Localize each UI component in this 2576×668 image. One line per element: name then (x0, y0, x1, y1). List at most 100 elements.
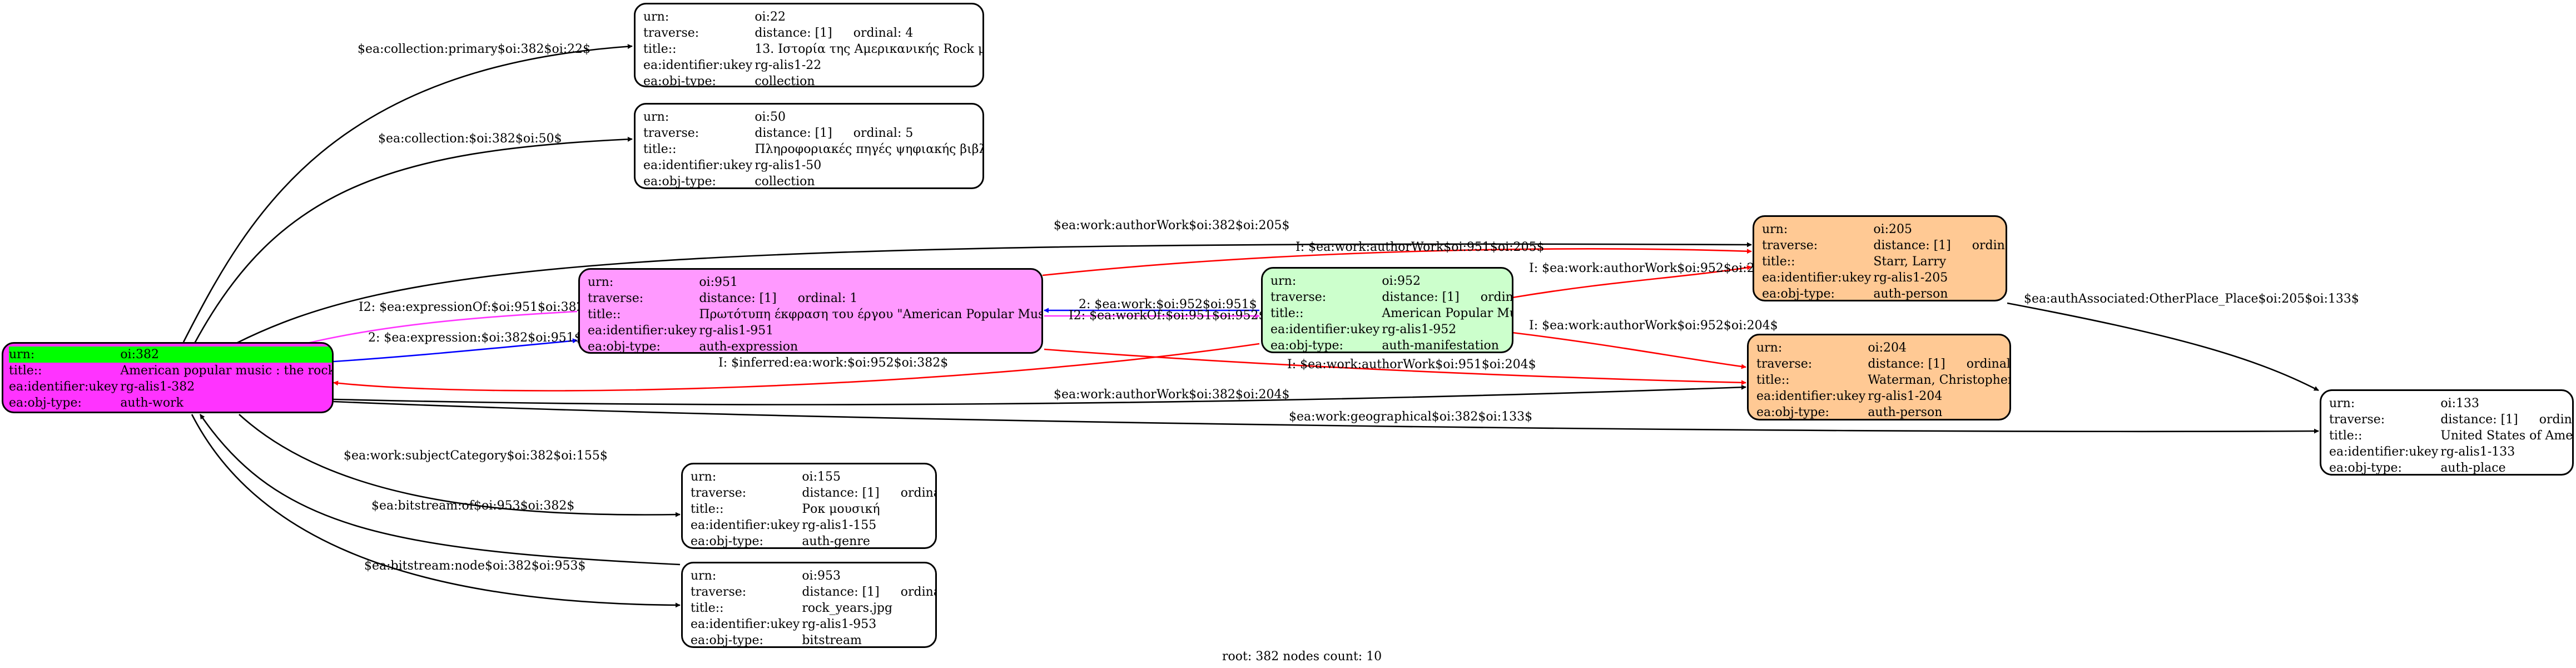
node-oi-953[interactable]: urn:oi:953 traverse:distance: [1]ordinal… (681, 562, 937, 648)
objtype-key: ea:obj-type: (588, 340, 661, 354)
distance-value: distance: [1] (1382, 290, 1460, 304)
title-key: title:: (1270, 306, 1304, 320)
urn-key: urn: (2329, 397, 2355, 410)
node-oi-133[interactable]: urn:oi:133 traverse:distance: [1]ordinal… (2320, 389, 2574, 476)
urn-key: urn: (691, 470, 717, 484)
objtype-value: auth-work (120, 396, 183, 410)
title-value: Waterman, Christopher Alan (1868, 373, 2011, 387)
node-oi-205[interactable]: urn:oi:205 traverse:distance: [1]ordinal… (1753, 215, 2007, 301)
identifier-key: ea:identifier:ukey (588, 324, 697, 338)
objtype-value: collection (755, 75, 815, 87)
edge-label-205-133: $ea:authAssociated:OtherPlace_Place$oi:2… (2024, 292, 2359, 306)
objtype-key: ea:obj-type: (691, 535, 763, 548)
edge-label-952-205: I: $ea:work:authorWork$oi:952$oi:205$ (1529, 261, 1778, 275)
objtype-value: collection (755, 175, 815, 189)
edge-label-951-205: I: $ea:work:authorWork$oi:951$oi:205$ (1296, 240, 1545, 254)
edge-label-951-382: I2: $ea:expressionOf:$oi:951$oi:382$ (359, 300, 592, 314)
graph-footer-caption: root: 382 nodes count: 10 (1222, 650, 1382, 664)
urn-value: oi:155 (802, 470, 841, 484)
traverse-key: traverse: (1756, 357, 1813, 371)
root-node-oi-382[interactable]: urn:oi:382 title::American popular music… (2, 342, 334, 413)
edge-label-382-155: $ea:work:subjectCategory$oi:382$oi:155$ (344, 449, 608, 463)
title-key: title:: (9, 364, 42, 378)
node-oi-22[interactable]: urn:oi:22 traverse:distance: [1]ordinal:… (634, 3, 984, 87)
edge-382-204 (333, 384, 1746, 405)
title-key: title:: (588, 308, 621, 321)
objtype-key: ea:obj-type: (643, 75, 716, 87)
edge-382-50 (193, 136, 633, 344)
identifier-key: ea:identifier:ukey (2329, 445, 2439, 459)
ordinal-value: ordinal: 7 (1966, 357, 2011, 371)
edge-label-382-22: $ea:collection:primary$oi:382$oi:22$ (358, 42, 591, 56)
urn-value: oi:204 (1868, 341, 1907, 355)
node-oi-50[interactable]: urn:oi:50 traverse:distance: [1]ordinal:… (634, 103, 984, 189)
identifier-key: ea:identifier:ukey (1756, 389, 1866, 403)
edge-label-382-204: $ea:work:authorWork$oi:382$oi:204$ (1054, 388, 1290, 402)
urn-value: oi:382 (118, 347, 332, 363)
objtype-key: ea:obj-type: (1756, 405, 1829, 419)
traverse-key: traverse: (691, 486, 747, 500)
ordinal-value: ordinal: 3 (900, 585, 935, 599)
edge-952-205 (1512, 265, 1752, 299)
title-key: title:: (1762, 255, 1795, 269)
title-value: Starr, Larry (1873, 255, 1947, 269)
edge-label-952-382: I: $inferred:ea:work:$oi:952$oi:382$ (718, 356, 949, 370)
node-oi-155[interactable]: urn:oi:155 traverse:distance: [1]ordinal… (681, 463, 937, 549)
edge-label-952-204: I: $ea:work:authorWork$oi:952$oi:204$ (1529, 319, 1778, 333)
title-value: American popular music : the rock years (120, 364, 334, 378)
urn-key: urn: (1270, 274, 1297, 288)
ordinal-value: ordinal: 6 (1972, 239, 2006, 253)
ordinal-value: ordinal: 2 (1480, 290, 1513, 304)
distance-value: distance: [1] (755, 26, 832, 40)
urn-key: urn: (1756, 341, 1783, 355)
edge-382-155 (239, 414, 681, 517)
title-value: United States of America (2440, 429, 2573, 443)
urn-key: urn: (643, 110, 669, 124)
edge-205-133 (2007, 302, 2319, 392)
edge-label-953-382: $ea:bitstream:of$oi:953$oi:382$ (371, 499, 575, 513)
objtype-value: bitstream (802, 634, 862, 647)
edge-label-952-951: 2: $ea:work:$oi:952$oi:951$ (1079, 298, 1257, 311)
objtype-key: ea:obj-type: (1762, 287, 1835, 301)
objtype-key: ea:obj-type: (2329, 461, 2402, 475)
identifier-value: rg-alis1-50 (755, 159, 822, 172)
distance-value: distance: [1] (699, 291, 777, 305)
urn-value: oi:133 (2440, 397, 2479, 410)
objtype-value: auth-place (2440, 461, 2506, 475)
edge-label-951-204: I: $ea:work:authorWork$oi:951$oi:204$ (1287, 358, 1536, 372)
edge-label-382-953: $ea:bitstream:node$oi:382$oi:953$ (364, 559, 586, 573)
distance-value: distance: [1] (1868, 357, 1945, 371)
identifier-key: ea:identifier:ukey (643, 159, 753, 172)
traverse-key: traverse: (1270, 290, 1327, 304)
identifier-value: rg-alis1-382 (120, 380, 195, 394)
node-oi-204[interactable]: urn: oi:204 traverse: distance: [1] ordinal… (1747, 334, 2011, 420)
objtype-value: auth-person (1873, 287, 1948, 301)
title-key: title:: (643, 42, 677, 56)
ordinal-value: ordinal: 8 (2539, 413, 2572, 427)
traverse-key: traverse: (643, 126, 699, 140)
objtype-key: ea:obj-type: (691, 634, 763, 647)
ordinal-value: ordinal: 5 (853, 126, 914, 140)
edge-label-382-133: $ea:work:geographical$oi:382$oi:133$ (1289, 410, 1533, 424)
urn-key: urn: (691, 569, 717, 583)
urn-value: oi:50 (755, 110, 786, 124)
title-value: Πληροφοριακές πηγές ψηφιακής βιβλιοθήκης (755, 142, 982, 156)
traverse-key: traverse: (1762, 239, 1818, 253)
traverse-key: traverse: (2329, 413, 2385, 427)
edge-951-382 (295, 310, 578, 348)
title-value: Πρωτότυπη έκφραση του έργου "American Po… (699, 308, 1043, 321)
identifier-key: ea:identifier:ukey (1270, 323, 1380, 337)
edge-382-951 (333, 338, 578, 363)
edge-382-133 (333, 400, 2319, 434)
identifier-value: rg-alis1-204 (1868, 389, 1943, 403)
identifier-key: ea:identifier:ukey (9, 380, 118, 394)
objtype-key: ea:obj-type: (1270, 339, 1343, 353)
node-oi-951[interactable]: urn:oi:951 traverse:distance: [1]ordinal… (578, 268, 1043, 354)
traverse-key: traverse: (691, 585, 747, 599)
title-value: 13. Ιστορία της Αμερικανικής Rock μουσικ… (755, 42, 982, 56)
node-oi-952[interactable]: urn:oi:952 traverse:distance: [1]ordinal… (1261, 267, 1513, 353)
identifier-key: ea:identifier:ukey (1762, 271, 1872, 285)
identifier-value: rg-alis1-22 (755, 58, 822, 72)
urn-value: oi:22 (755, 10, 786, 24)
